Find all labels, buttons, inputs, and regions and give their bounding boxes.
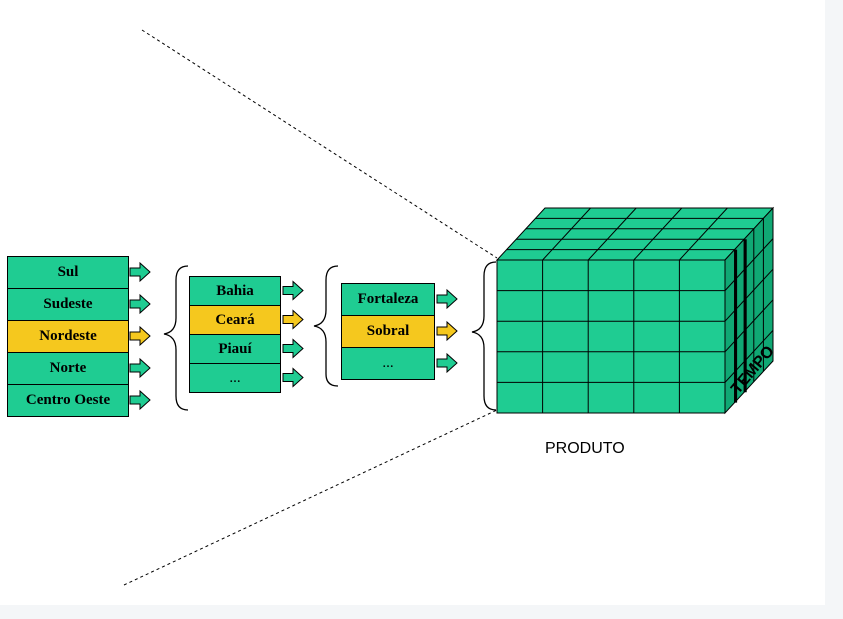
data-cube	[495, 206, 775, 415]
brace-regions-states	[163, 265, 189, 411]
cube-top-col-line	[587, 207, 637, 261]
city-sobral[interactable]: Sobral	[341, 315, 435, 348]
city-more-arrow	[436, 352, 458, 374]
arrow-group	[129, 261, 458, 411]
state-piaui-arrow	[282, 338, 304, 359]
state-ceara[interactable]: Ceará	[189, 305, 281, 335]
cube-top-col-line	[633, 207, 683, 261]
cube-side-row-line	[724, 330, 774, 383]
region-nordeste-arrow	[129, 325, 151, 347]
state-more[interactable]: ...	[189, 363, 281, 393]
region-sul[interactable]: Sul	[7, 256, 129, 289]
cube-side-row-line	[724, 238, 774, 291]
region-norte[interactable]: Norte	[7, 352, 129, 385]
region-nordeste[interactable]: Nordeste	[7, 320, 129, 353]
region-sudeste[interactable]: Sudeste	[7, 288, 129, 321]
state-more-arrow	[282, 367, 304, 388]
cube-side-row-line	[724, 299, 774, 353]
state-ceara-arrow	[282, 309, 304, 330]
city-fortaleza-arrow	[436, 288, 458, 310]
city-more[interactable]: ...	[341, 347, 435, 380]
city-sobral-arrow	[436, 320, 458, 342]
region-centro-oeste-arrow	[129, 389, 151, 411]
cube-front-face	[496, 259, 726, 414]
city-fortaleza[interactable]: Fortaleza	[341, 283, 435, 316]
region-norte-arrow	[129, 357, 151, 379]
produto-axis-label: PRODUTO	[545, 440, 625, 457]
perspective-line-top	[141, 29, 498, 259]
brace-states-cities	[313, 265, 339, 387]
brace-cities-cube	[471, 261, 497, 411]
region-sudeste-arrow	[129, 293, 151, 315]
state-bahia-arrow	[282, 280, 304, 301]
perspective-line-bottom	[123, 409, 498, 586]
cube-side-row-line	[724, 268, 774, 322]
state-piaui[interactable]: Piauí	[189, 334, 281, 364]
cube-top-col-line	[679, 207, 728, 261]
region-sul-arrow	[129, 261, 151, 283]
right-border	[825, 0, 843, 619]
bottom-border	[0, 605, 843, 619]
region-centro-oeste[interactable]: Centro Oeste	[7, 384, 129, 417]
cube-top-col-line	[542, 207, 591, 261]
state-bahia[interactable]: Bahia	[189, 276, 281, 306]
